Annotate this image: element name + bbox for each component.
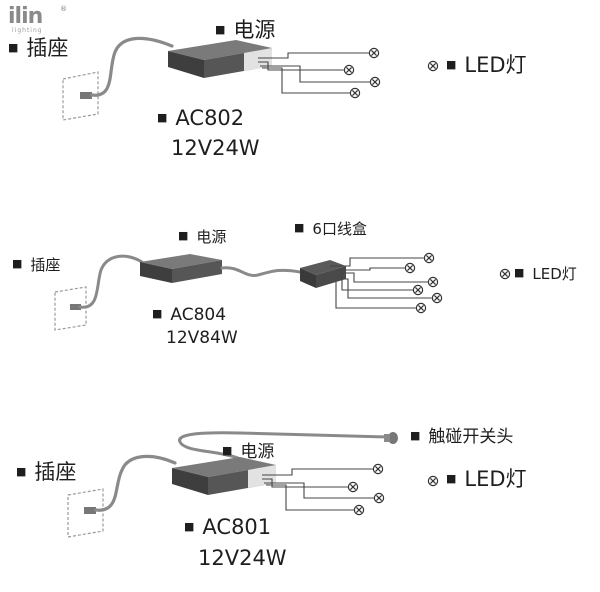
section-2-led-lamp-4-icon (412, 284, 424, 296)
section-1-drawing (62, 36, 439, 121)
section-3-power-supply (172, 457, 276, 495)
section-3-switch-cable (178, 431, 390, 460)
section-1-model-label: ■AC802 (157, 106, 245, 130)
section-3-socket-label: ■插座 (16, 460, 77, 484)
section-3-led-legend-icon (427, 475, 439, 487)
section-2-led-label: ■LED灯 (514, 265, 577, 283)
section-2-drawing (54, 252, 511, 331)
section-1-led-lamp-3-icon (369, 76, 381, 88)
section-3-led-label: ■LED灯 (446, 467, 527, 491)
section-1-power-supply (168, 40, 272, 78)
section-2-led-legend-icon (499, 268, 511, 280)
section-3-led-lamp-1-icon (372, 463, 384, 475)
section-2-led-lamp-1-icon (423, 252, 435, 264)
section-1-led-lamp-1-icon (368, 47, 380, 59)
section-2-mains-cable (78, 254, 144, 309)
section-3-output-wires (262, 468, 376, 511)
section-2-junction-label: ■6口线盒 (294, 220, 367, 238)
section-3-led-lamp-2-icon (347, 481, 359, 493)
section-1-socket-icon (62, 71, 99, 121)
section-3-touch-switch-icon (384, 432, 398, 444)
section-2-spec-label: 12V84W (166, 328, 238, 348)
section-1-led-label: ■LED灯 (446, 53, 527, 77)
section-3-spec-label: 12V24W (198, 546, 287, 570)
section-2-model-label: ■AC804 (152, 305, 227, 325)
section-2-output-wires (330, 257, 433, 309)
section-3-power-label: ■电源 (222, 442, 275, 462)
section-1-socket-label: ■插座 (8, 36, 69, 60)
section-1-spec-label: 12V24W (171, 136, 260, 160)
section-2-socket-label: ■插座 (12, 256, 61, 274)
section-1-mains-cable (90, 36, 174, 97)
section-2-junction-box (300, 260, 346, 288)
section-3-led-lamp-3-icon (373, 492, 385, 504)
section-2-socket-icon (54, 286, 87, 331)
section-2-led-lamp-5-icon (431, 292, 443, 304)
section-3-model-label: ■AC801 (184, 515, 272, 539)
brand-registered-mark: ® (60, 5, 67, 13)
section-3-led-lamp-4-icon (353, 504, 365, 516)
section-1-led-lamp-2-icon (343, 64, 355, 76)
brand-tagline: lighting (12, 27, 43, 34)
section-2-led-lamp-6-icon (415, 302, 427, 314)
section-1-power-label: ■电源 (215, 18, 276, 42)
section-3-socket-icon (67, 488, 104, 538)
section-2-power-supply (140, 254, 222, 283)
section-2-power-label: ■电源 (178, 228, 227, 246)
section-3-mains-cable (94, 454, 177, 512)
section-3-switch-label: ■触碰开关头 (410, 427, 514, 447)
section-1-led-legend-icon (427, 60, 439, 72)
brand-logo: ilin (8, 4, 43, 29)
section-1-output-wires (258, 52, 372, 94)
section-3-drawing (67, 431, 439, 538)
section-1-led-lamp-4-icon (349, 87, 361, 99)
section-2-led-lamp-3-icon (427, 276, 439, 288)
section-2-dc-cable (220, 266, 302, 277)
section-2-led-lamp-2-icon (404, 262, 416, 274)
